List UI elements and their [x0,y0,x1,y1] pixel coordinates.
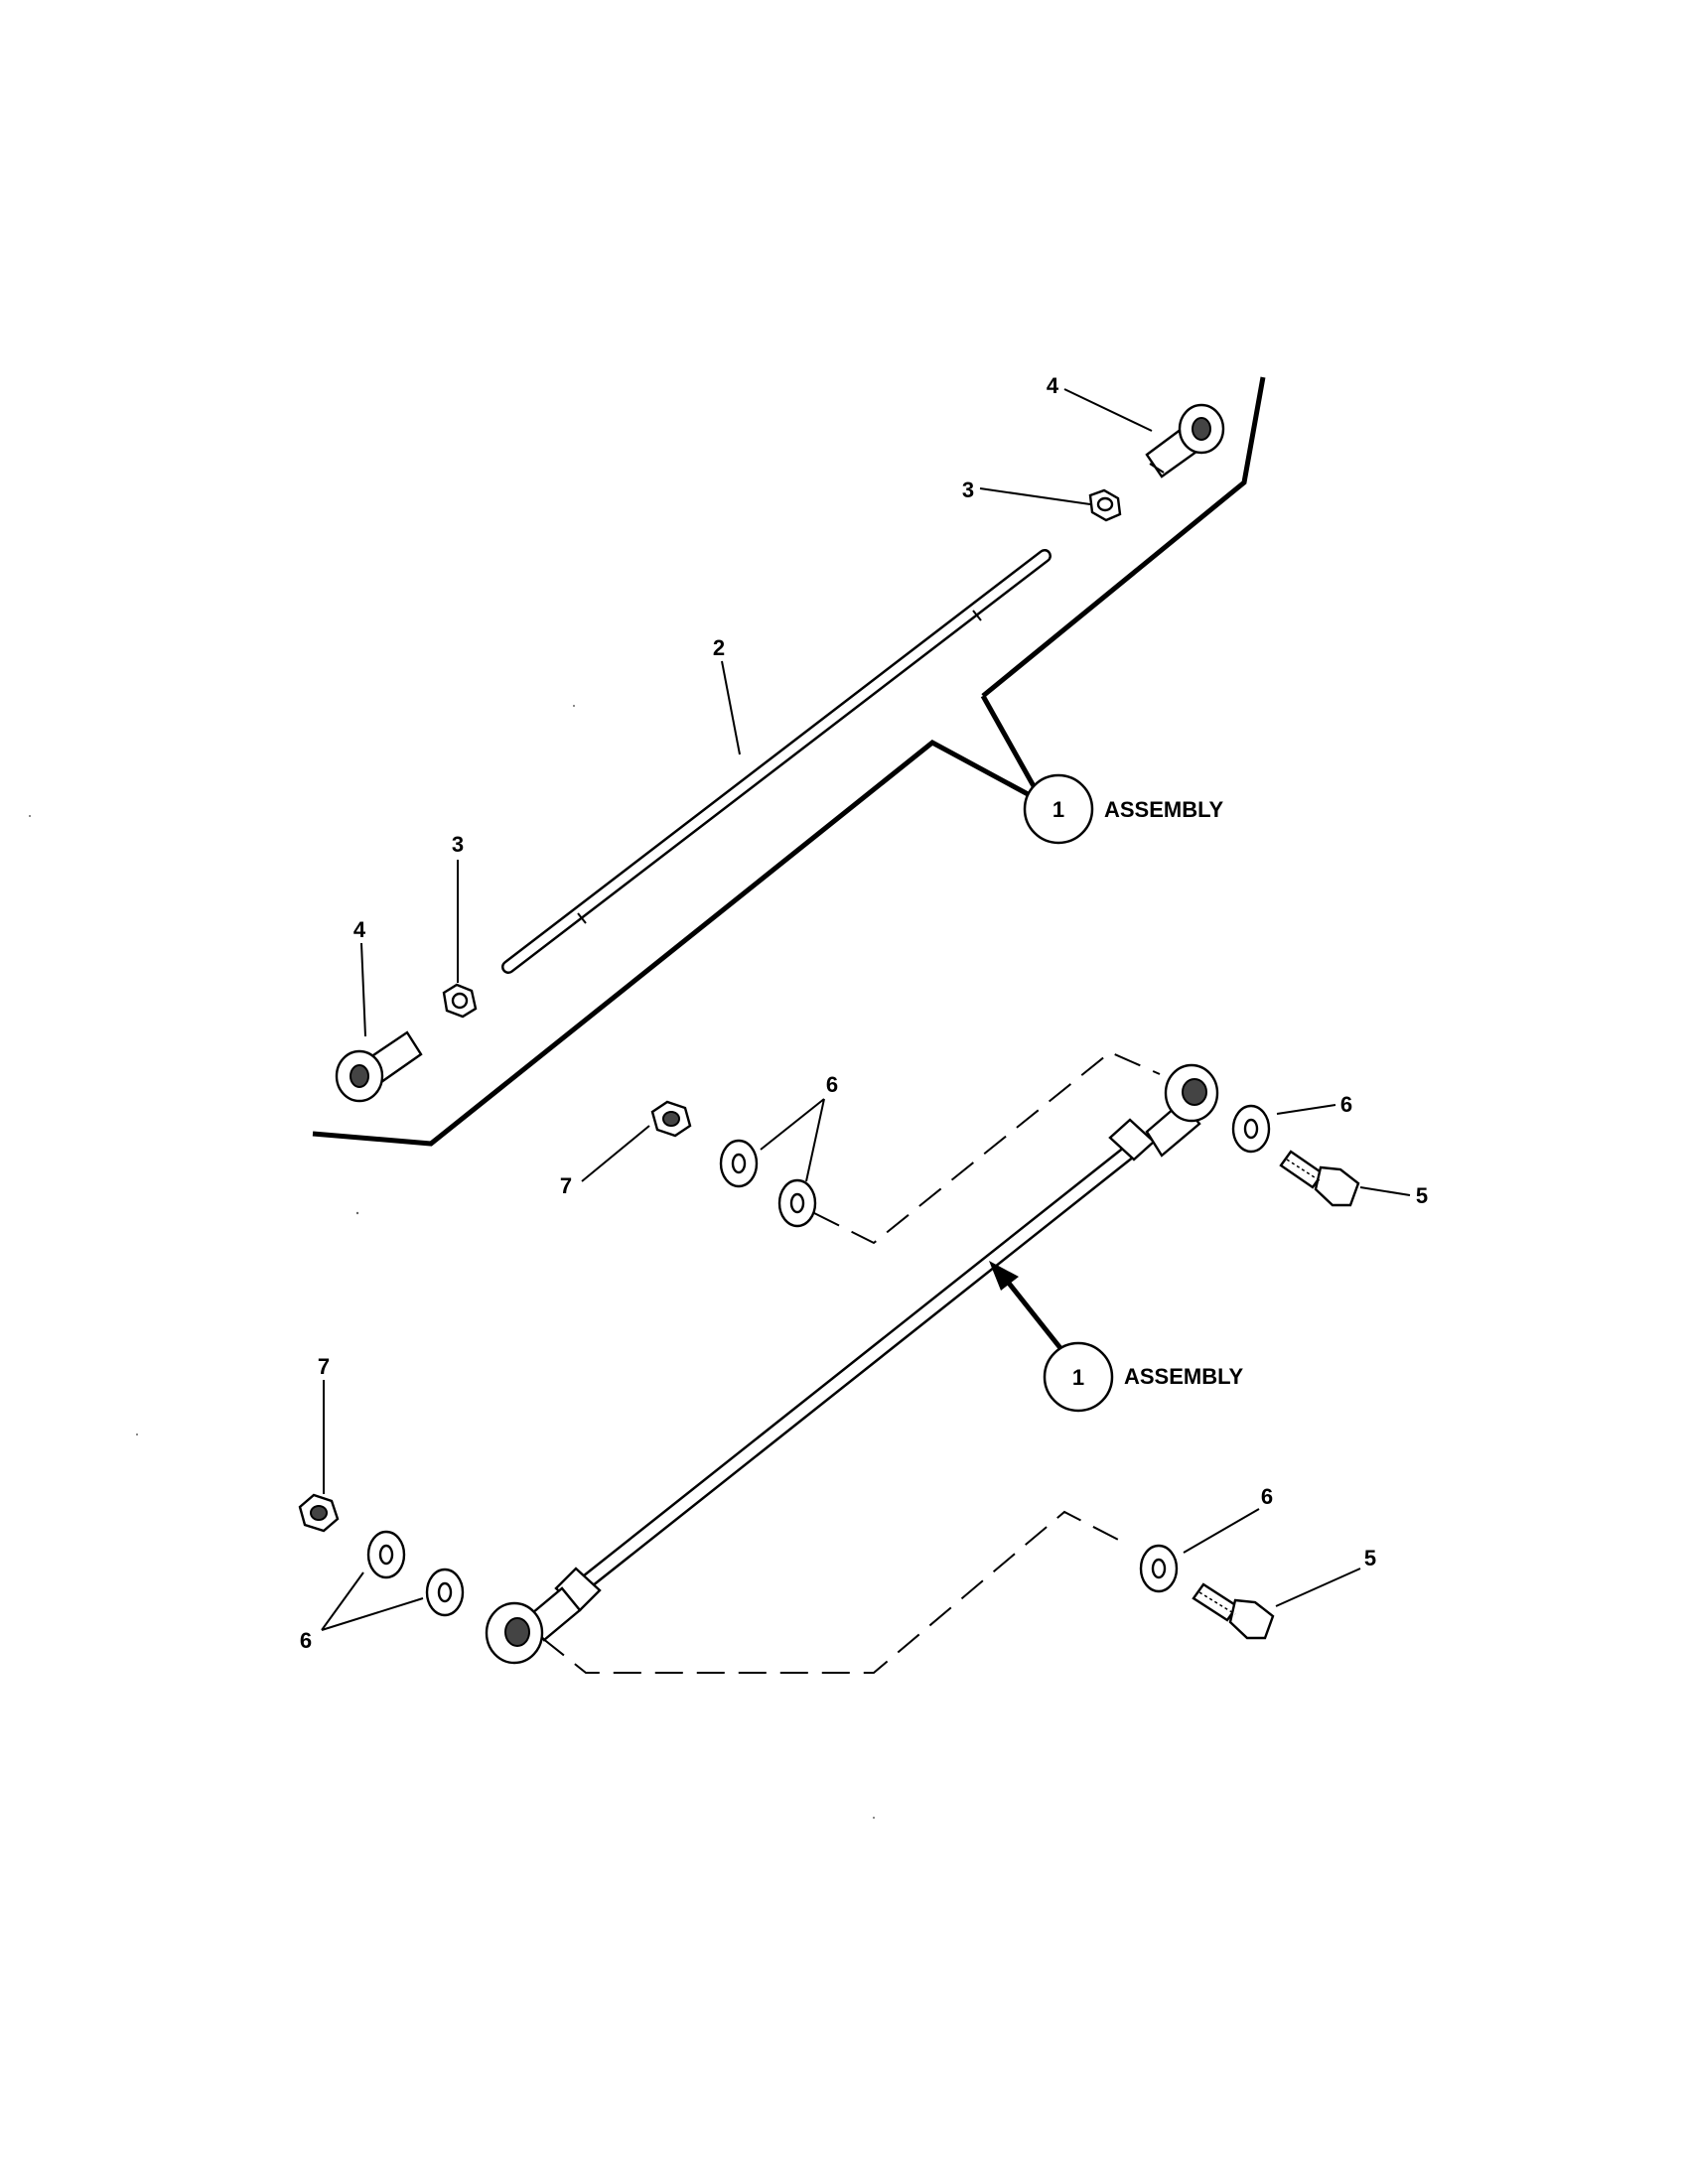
lower-assembly-label: ASSEMBLY [1124,1364,1244,1389]
leader-item-6-lower-right [1183,1508,1260,1554]
scan-speck [873,1817,875,1819]
washer-item-6-upper-right [1231,1104,1271,1154]
scan-speck [29,815,31,817]
linkage-rod-assembly [558,1142,1140,1606]
leader-item-3-upper [979,487,1091,505]
washer-item-6-lower-right [1139,1544,1179,1593]
upper-assembly-number: 1 [1052,797,1064,822]
leader-item-5-upper [1359,1186,1411,1196]
washer-item-6-upper-a [719,1139,759,1188]
leader-item-4-upper [1063,388,1153,432]
label-item-6-upper-pair: 6 [826,1072,838,1097]
scan-speck [136,1433,138,1435]
label-item-3-upper: 3 [962,478,974,502]
lower-assembly-number: 1 [1072,1365,1084,1390]
label-item-6-upper-right: 6 [1340,1092,1352,1117]
leader-item-7-upper [581,1125,650,1182]
upper-view-boundary-line [312,376,1266,1147]
label-item-2: 2 [713,635,725,660]
label-item-5-lower: 5 [1364,1546,1376,1570]
leader-item-5-lower [1275,1568,1361,1607]
label-item-4-upper: 4 [1047,373,1059,398]
lower-assembly-callout: 1 ASSEMBLY [1043,1341,1244,1413]
scan-speck [355,1211,359,1215]
locknut-item-7-lower [298,1493,340,1533]
bolt-item-5-upper [1279,1150,1360,1207]
upper-assembly-leader-line [980,694,1046,804]
upper-assembly-label: ASSEMBLY [1104,797,1224,822]
rod-end-item-4-left [335,1030,423,1103]
upper-assembly-callout: 1 ASSEMBLY [1023,773,1224,845]
nut-item-3-left [442,983,478,1019]
locknut-item-7-upper [650,1100,692,1138]
label-item-6-lower-pair: 6 [300,1628,312,1653]
scan-speck [573,705,575,707]
label-item-7-lower: 7 [318,1354,330,1379]
leader-item-6-upper-pair [760,1098,825,1182]
label-item-5-upper: 5 [1416,1183,1428,1208]
rod-end-upper-installed [1108,1063,1219,1161]
bolt-item-5-lower [1192,1582,1275,1640]
washer-item-6-lower-a [366,1530,406,1579]
lower-dashed-centerline [541,1510,1127,1674]
upper-dashed-centerline [813,1050,1161,1245]
rod-end-lower-installed [485,1567,602,1665]
label-item-4-left: 4 [353,917,366,942]
leader-item-6-lower-pair [321,1571,424,1631]
rod-item-2 [501,549,1052,974]
washer-item-6-upper-b [777,1178,817,1228]
label-item-3-left: 3 [452,832,464,857]
nut-item-3-upper [1088,488,1122,522]
leader-item-4-left [360,942,366,1037]
leader-item-2 [721,660,741,755]
lower-assembly-arrow [989,1261,1062,1350]
label-item-7-upper: 7 [560,1173,572,1198]
leader-item-6-upper-right [1276,1104,1336,1115]
washer-item-6-lower-b [425,1568,465,1617]
rod-end-item-4-upper [1145,403,1225,478]
label-item-6-lower-right: 6 [1261,1484,1273,1509]
